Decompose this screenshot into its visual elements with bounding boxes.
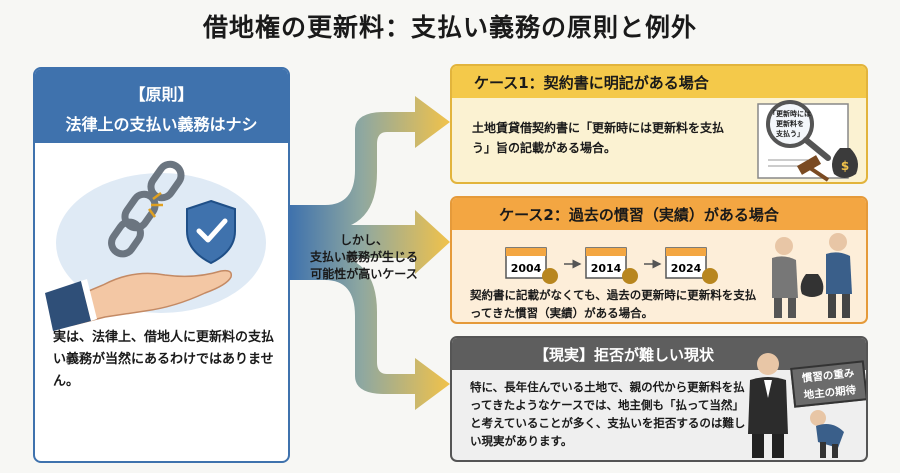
case2-text: 契約書に記載がなくても、過去の更新時に更新料を支払ってきた慣習（実績）がある場合… — [470, 288, 757, 320]
arrow-to-case3 — [290, 255, 450, 410]
case2-panel: ケース2：過去の慣習（実績）がある場合 2004 2014 2024 — [450, 196, 868, 324]
year-1: 2004 — [511, 262, 542, 275]
year-2: 2014 — [591, 262, 622, 275]
burden-stone-label: 慣習の重み 地主の期待 — [790, 360, 866, 408]
principle-panel: 【原則】 法律上の支払い義務はナシ — [33, 67, 290, 463]
money-bag-icon — [800, 274, 824, 297]
year-timeline: 2004 2014 2024 — [505, 247, 718, 284]
svg-text:$: $ — [841, 159, 849, 173]
branch-caption-line2: 支払い義務が生じる — [309, 250, 418, 264]
case3-text: 特に、長年住んでいる土地で、親の代から更新料を払ってきたようなケースでは、地主側… — [470, 380, 746, 448]
principle-label: 【原則】 — [129, 85, 194, 104]
arrow-to-case1 — [290, 96, 450, 230]
case3-panel: 【現実】拒否が難しい現状 特に、長年住んでいる土地で、親の代から更新料を払ってき… — [450, 336, 868, 462]
calendar-2014-icon: 2014 — [585, 247, 638, 284]
case1-header: ケース1：契約書に明記がある場合 — [452, 66, 866, 98]
case3-header: 【現実】拒否が難しい現状 — [452, 338, 866, 370]
branch-arrows — [290, 96, 450, 410]
principle-header: 【原則】 法律上の支払い義務はナシ — [35, 69, 288, 143]
case2-header: ケース2：過去の慣習（実績）がある場合 — [452, 198, 866, 230]
open-hand-icon — [45, 269, 233, 331]
calendar-2004-icon: 2004 — [505, 247, 558, 284]
landlord-illustration — [748, 353, 788, 458]
money-bag-icon: $ — [832, 148, 858, 178]
young-man-icon — [826, 233, 852, 318]
shield-check-icon — [186, 199, 236, 265]
contract-magnifier-illustration: 「更新時には 更新料を 支払う」 $ — [757, 100, 858, 182]
doc-label-3: 支払う」 — [775, 129, 804, 138]
case1-text: 土地賃貸借契約書に「更新時には更新料を支払う」旨の記載がある場合。 — [472, 121, 725, 155]
branch-caption-line3: 可能性が高いケース — [310, 267, 418, 281]
year-3: 2024 — [671, 262, 702, 275]
elderly-man-icon — [772, 237, 798, 318]
gavel-icon — [796, 155, 830, 182]
principle-heading: 法律上の支払い義務はナシ — [65, 115, 258, 134]
case1-panel: ケース1：契約書に明記がある場合 土地賃貸借契約書に「更新時には更新料を支払う」… — [450, 64, 868, 184]
magnifier-icon — [766, 100, 814, 148]
broken-chain-icon — [108, 160, 185, 258]
burdened-tenant-icon — [810, 410, 844, 458]
handing-money-illustration — [772, 233, 852, 318]
burdened-tenant-illustration — [810, 410, 844, 458]
branch-caption: しかし、 支払い義務が生じる 可能性が高いケース — [300, 232, 428, 283]
principle-body: 実は、法律上、借地人に更新料の支払い義務が当然にあるわけではありません。 — [53, 330, 275, 389]
doc-label-2: 更新料を — [776, 119, 804, 128]
branch-caption-line1: しかし、 — [339, 233, 388, 247]
calendar-2024-icon: 2024 — [665, 247, 718, 284]
doc-label-1: 「更新時には — [769, 109, 811, 118]
page-title: 借地権の更新料：支払い義務の原則と例外 — [202, 13, 697, 42]
broken-chain-hand-illustration — [45, 160, 266, 331]
landlord-icon — [748, 353, 788, 458]
